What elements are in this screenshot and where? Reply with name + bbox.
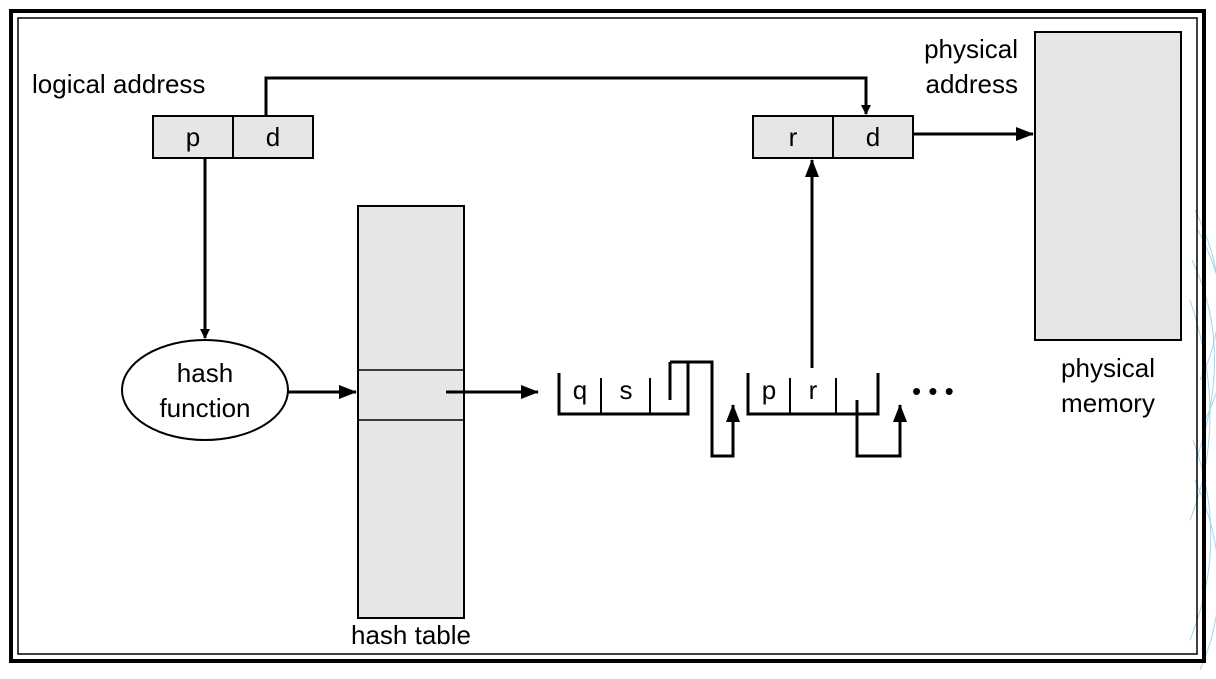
outer-frame (9, 9, 1206, 663)
physical-address-label-line2: address (926, 69, 1019, 99)
physical-memory-label-line2: memory (1061, 388, 1155, 418)
chain-element-2-page: p (762, 375, 776, 405)
physical-address-box: r d (752, 115, 914, 159)
chain-element-1-page: q (573, 375, 587, 405)
hash-table-label: hash table (351, 620, 471, 650)
chain-element-2 (746, 373, 907, 458)
logical-address-box: p d (152, 115, 314, 159)
logical-offset-cell: d (266, 122, 280, 152)
hash-function-label-line1: hash (177, 358, 233, 388)
logical-address-label: logical address (32, 69, 205, 99)
inner-frame (17, 17, 1198, 655)
physical-memory-block (1034, 31, 1182, 341)
logical-page-cell: p (186, 122, 200, 152)
chain-element-1-frame: s (620, 375, 633, 405)
arrow-offset-to-physical (264, 76, 871, 116)
hash-function-label-line2: function (159, 393, 250, 423)
hash-function-ellipse (121, 339, 289, 441)
physical-frame-cell: r (789, 122, 798, 152)
chain-ellipsis: • • • (912, 376, 954, 406)
physical-offset-cell: d (866, 122, 880, 152)
physical-memory-label-line1: physical (1061, 353, 1155, 383)
chain-element-2-frame: r (809, 375, 818, 405)
hash-table (357, 205, 465, 619)
chain-element-1 (557, 360, 740, 458)
physical-address-label-line1: physical (924, 34, 1018, 64)
